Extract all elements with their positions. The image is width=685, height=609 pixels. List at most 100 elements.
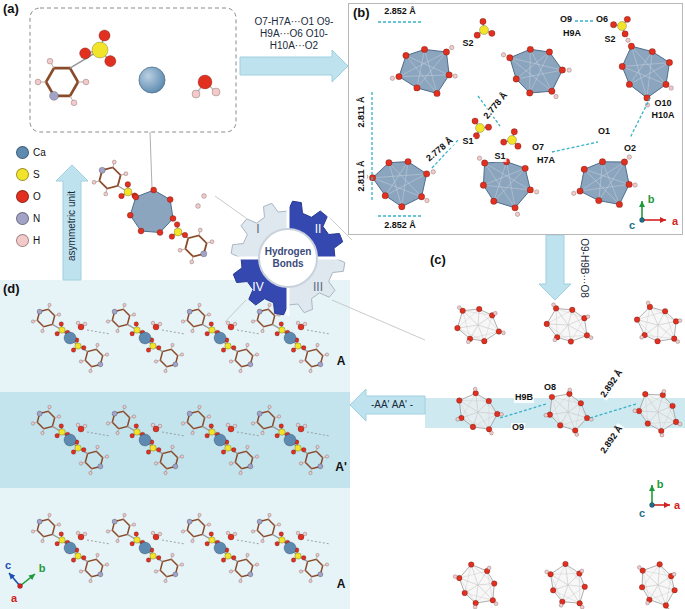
arrow-label: O9-H9B···O8	[578, 238, 590, 297]
atom	[98, 464, 103, 469]
atom	[187, 309, 192, 314]
atom	[116, 329, 119, 332]
sector-number: III	[313, 281, 323, 294]
atom-label: 2.811 Å	[357, 159, 367, 192]
hydrogen-bond	[307, 432, 330, 436]
atom	[325, 353, 328, 356]
axis-arrowhead	[28, 574, 35, 580]
atom	[209, 424, 213, 428]
atom	[89, 579, 92, 582]
atom	[228, 534, 234, 540]
atom	[678, 422, 682, 426]
atom	[639, 585, 645, 591]
atom-label: 2.778 Å	[424, 135, 456, 164]
atom	[325, 455, 328, 458]
atom	[76, 423, 80, 427]
wire-polyhedron	[459, 393, 497, 429]
atom	[55, 541, 59, 545]
atom	[75, 553, 81, 559]
bond-line	[510, 58, 563, 70]
atom	[554, 94, 558, 98]
bond-line	[631, 46, 647, 98]
pyridine-ring	[160, 559, 177, 576]
panel-letter: (c)	[430, 252, 446, 268]
bond-line	[562, 587, 584, 602]
bond-line	[547, 310, 573, 324]
atom	[59, 327, 65, 333]
flow-arrow	[56, 165, 88, 280]
atom	[214, 542, 226, 554]
bond-line	[643, 571, 671, 577]
atom	[57, 313, 60, 316]
atom	[567, 68, 571, 72]
atom	[295, 445, 301, 451]
axis-or-layer-label: c	[629, 219, 635, 231]
axis-arrowhead	[664, 502, 670, 508]
bond-line	[650, 307, 676, 321]
atom	[550, 588, 556, 594]
atom	[589, 336, 593, 340]
atom	[500, 413, 504, 417]
atom	[171, 553, 174, 556]
pyridine-ring	[37, 411, 54, 428]
bond-line	[658, 564, 660, 585]
atom	[198, 303, 201, 306]
bond-line	[465, 565, 471, 594]
atom	[132, 313, 135, 316]
atom-label: H9A	[562, 29, 582, 39]
bond-line	[530, 52, 550, 93]
gear-sector	[231, 258, 288, 315]
atom	[221, 450, 225, 454]
atom	[75, 343, 81, 349]
hydrogen-bond	[575, 20, 593, 21]
atom	[599, 159, 605, 165]
atom	[676, 340, 680, 344]
bond-line	[385, 174, 426, 196]
atom	[546, 49, 552, 55]
atom	[468, 562, 474, 568]
pyridine-ring	[187, 519, 204, 536]
hydrogen-bond	[237, 330, 260, 334]
atom-label: S1	[461, 137, 474, 147]
atom	[414, 85, 420, 91]
atom	[82, 556, 86, 560]
atom	[268, 405, 271, 408]
atom	[386, 160, 392, 166]
atom-label: 2.892 Å	[598, 423, 625, 456]
legend-swatch	[16, 190, 29, 203]
bond-line	[417, 52, 447, 88]
flow-arrow	[350, 389, 425, 421]
atom	[182, 232, 188, 238]
atom	[255, 353, 258, 356]
hydrogen-bond	[307, 540, 330, 544]
legend-entry: O	[16, 186, 41, 205]
wire-polyhedron	[550, 394, 587, 431]
atom	[154, 360, 157, 363]
atom	[279, 424, 283, 428]
pyridine-ring	[305, 559, 322, 576]
atom	[568, 388, 572, 392]
legend-text: S	[33, 169, 40, 180]
hydrogen-bond	[371, 92, 372, 200]
atom	[431, 170, 435, 174]
atom	[37, 411, 42, 416]
bond-line	[529, 49, 531, 93]
bond-line	[373, 174, 427, 178]
atom	[490, 431, 494, 435]
ca-polyhedron	[483, 162, 530, 208]
atom	[485, 124, 491, 130]
atom	[456, 575, 462, 581]
pyridine-ring	[257, 411, 274, 428]
pyridine-ring	[305, 349, 322, 366]
atom	[284, 542, 296, 554]
wire-polyhedron	[642, 564, 675, 605]
atom	[71, 348, 75, 352]
atom	[202, 194, 207, 199]
bond-line	[516, 52, 549, 79]
atom	[64, 434, 76, 446]
atom	[209, 537, 215, 543]
bond-line	[516, 70, 562, 79]
atom	[139, 332, 151, 344]
atom	[453, 575, 457, 579]
